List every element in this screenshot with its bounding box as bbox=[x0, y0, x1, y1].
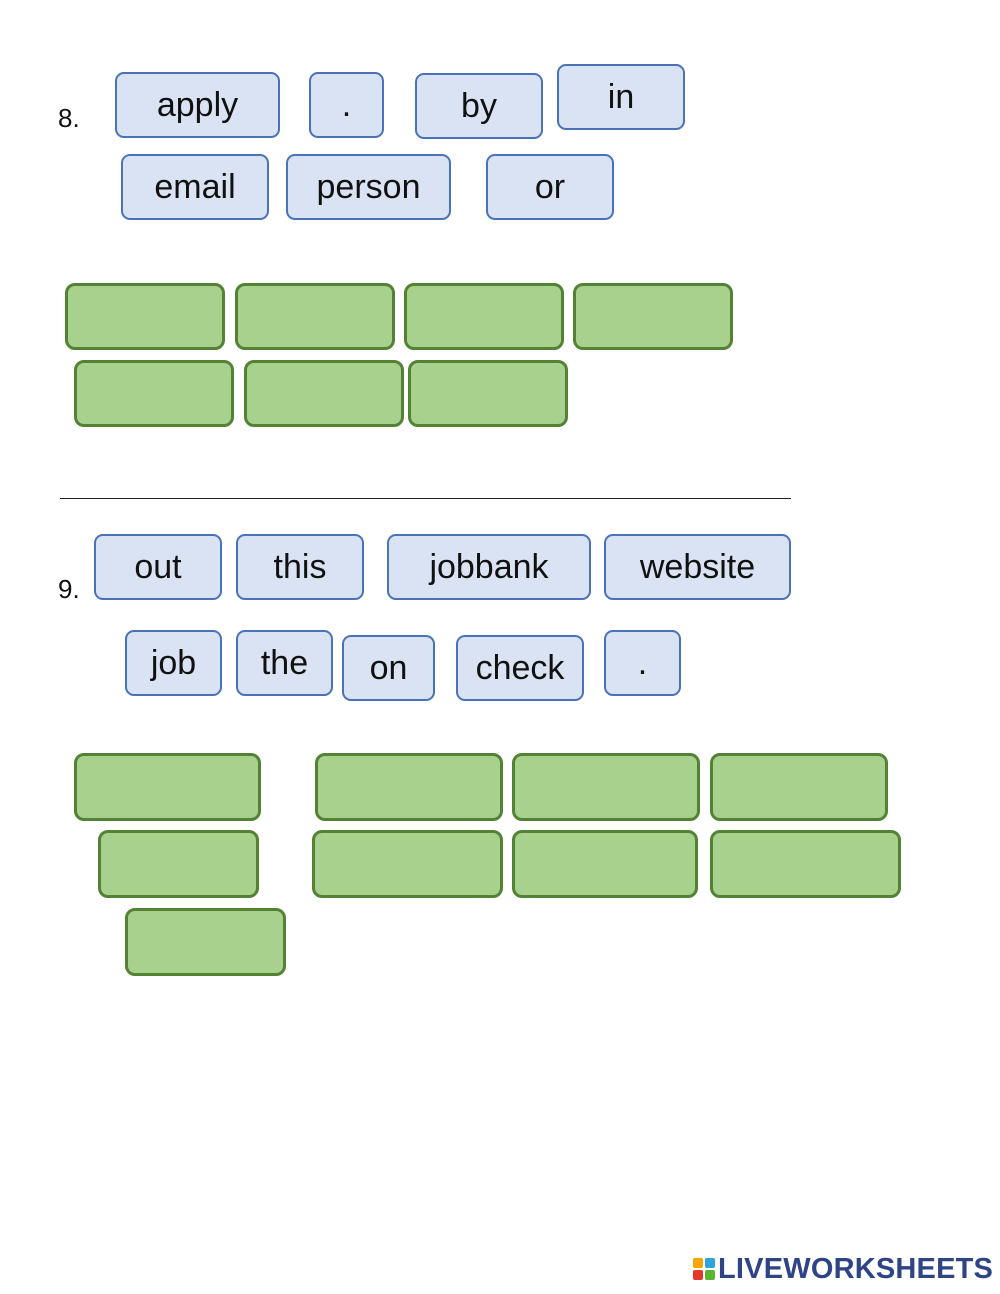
word-tile-job[interactable]: job bbox=[125, 630, 222, 696]
word-tile-period[interactable]: . bbox=[604, 630, 681, 696]
word-tile-out[interactable]: out bbox=[94, 534, 222, 600]
answer-slot[interactable] bbox=[408, 360, 568, 427]
divider-line bbox=[60, 498, 791, 499]
logo-square-icon bbox=[705, 1258, 715, 1268]
answer-slot[interactable] bbox=[512, 753, 700, 821]
answer-slot[interactable] bbox=[512, 830, 698, 898]
logo-text: LIVEWORKSHEETS bbox=[718, 1252, 994, 1285]
logo-square-icon bbox=[693, 1270, 703, 1280]
word-tile-this[interactable]: this bbox=[236, 534, 364, 600]
word-tile-jobbank[interactable]: jobbank bbox=[387, 534, 591, 600]
answer-slot[interactable] bbox=[573, 283, 733, 350]
word-tile-website[interactable]: website bbox=[604, 534, 791, 600]
answer-slot[interactable] bbox=[74, 753, 261, 821]
question-9-number: 9. bbox=[58, 574, 80, 604]
liveworksheets-logo-icon bbox=[693, 1258, 715, 1280]
answer-slot[interactable] bbox=[312, 830, 503, 898]
answer-slot[interactable] bbox=[125, 908, 286, 976]
word-tile-person[interactable]: person bbox=[286, 154, 451, 220]
word-tile-check[interactable]: check bbox=[456, 635, 584, 701]
answer-slot[interactable] bbox=[98, 830, 259, 898]
word-tile-on[interactable]: on bbox=[342, 635, 435, 701]
word-tile-period[interactable]: . bbox=[309, 72, 384, 138]
liveworksheets-logo: LIVEWORKSHEETS bbox=[693, 1252, 993, 1286]
word-tile-in[interactable]: in bbox=[557, 64, 685, 130]
answer-slot[interactable] bbox=[65, 283, 225, 350]
word-tile-apply[interactable]: apply bbox=[115, 72, 280, 138]
logo-square-icon bbox=[705, 1270, 715, 1280]
logo-square-icon bbox=[693, 1258, 703, 1268]
answer-slot[interactable] bbox=[710, 753, 888, 821]
word-tile-or[interactable]: or bbox=[486, 154, 614, 220]
word-tile-the[interactable]: the bbox=[236, 630, 333, 696]
word-tile-email[interactable]: email bbox=[121, 154, 269, 220]
answer-slot[interactable] bbox=[244, 360, 404, 427]
answer-slot[interactable] bbox=[235, 283, 395, 350]
answer-slot[interactable] bbox=[404, 283, 564, 350]
question-8-number: 8. bbox=[58, 103, 80, 133]
answer-slot[interactable] bbox=[74, 360, 234, 427]
answer-slot[interactable] bbox=[710, 830, 901, 898]
answer-slot[interactable] bbox=[315, 753, 503, 821]
word-tile-by[interactable]: by bbox=[415, 73, 543, 139]
